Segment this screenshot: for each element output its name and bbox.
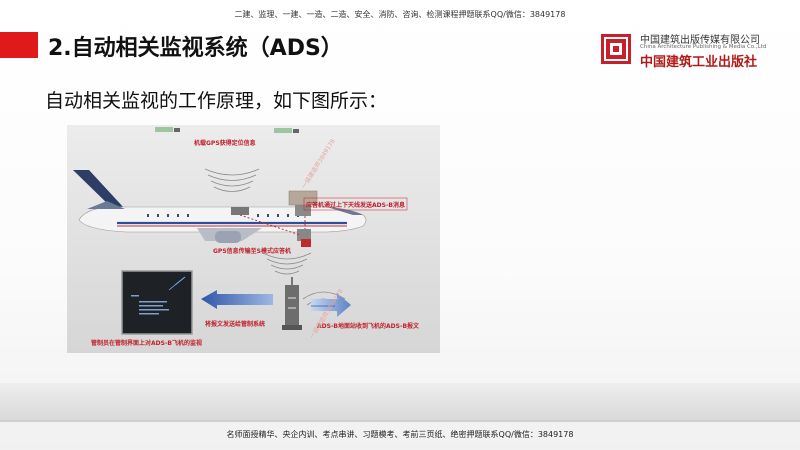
publisher-name-cn: 中国建筑出版传媒有限公司 [640,35,760,46]
airplane-illustration [73,170,367,243]
s-mode-transponder-box [297,229,311,241]
bottom-contact-note: 名师面授精华、央企内训、考点串讲、习题模考、考前三页纸、绝密押题联系QQ/微信：… [226,430,574,439]
gps-receiver-box [231,207,249,215]
title-accent-bar [0,32,38,58]
publisher-emblem-icon [601,34,631,64]
slide-subtitle: 自动相关监视的工作原理，如下图所示： [45,90,388,112]
label-transponder-broadcast: 应答机通过上下天线发送ADS-B消息 [306,202,406,209]
publisher-name-script: 中国建筑工业出版社 [640,55,758,70]
ads-b-diagram: 机载GPS获得定位信息 应答机通过上下天线发送ADS-B消息 GPS信息传输至S… [67,125,440,353]
label-atc-monitor: 管制员在管制界面上对ADS-B飞机的监视 [91,340,203,347]
slide-title: 2.自动相关监视系统（ADS） [48,36,343,61]
ground-station-tower-icon [282,277,302,330]
send-to-control-arrow [201,290,273,309]
floor-band [0,383,800,421]
label-ground-station: ADS-B地面站收到飞机的ADS-B报文 [317,323,420,330]
publisher-name-en: China Architecture Publishing & Media Co… [640,44,767,50]
floor-edge [0,420,800,422]
ground-receive-arrow [311,293,351,317]
transponder-marker [301,239,311,247]
publisher-logo-block: 中国建筑出版传媒有限公司 China Architecture Publishi… [600,31,790,70]
label-gps-acquire: 机载GPS获得定位信息 [194,140,256,147]
satellite-icon [155,127,180,132]
transponder-antenna-box [295,205,311,216]
label-gps-transfer: GPS信息传输至S模式应答机 [213,248,291,255]
gps-signal-waves [204,168,260,192]
atc-display-screen [121,270,193,335]
top-contact-note: 二建、监理、一建、一造、二造、安全、消防、咨询、检测课程押题联系QQ/微信：38… [234,10,566,19]
label-send-to-atc: 将报文发送给管制系统 [205,321,266,328]
ads-b-illustration [67,125,440,353]
satellite-icon [274,128,299,133]
